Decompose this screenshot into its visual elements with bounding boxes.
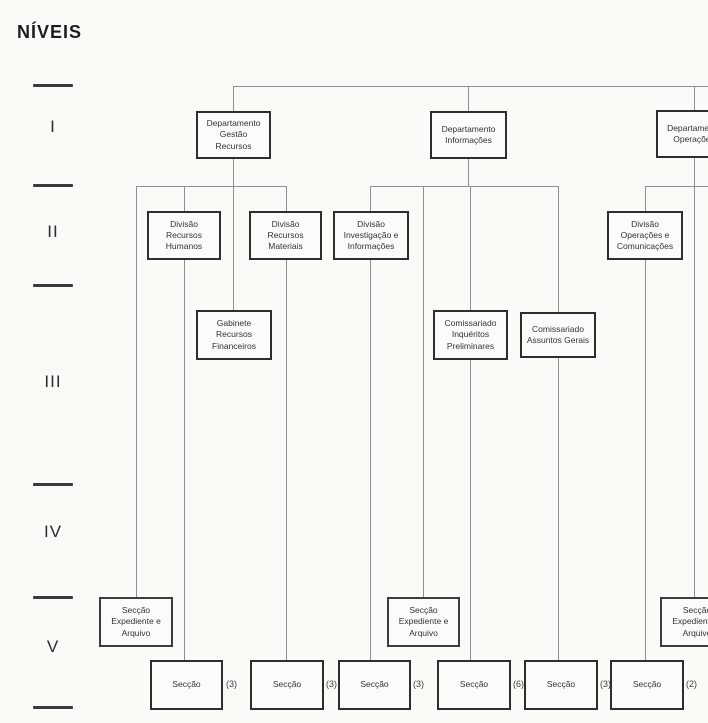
level-tick — [33, 706, 73, 709]
org-node-seccao-expediente-arquivo-1: Secção Expediente e Arquivo — [99, 597, 173, 647]
org-node-seccao-6: Secção — [610, 660, 684, 710]
org-node-seccao-expediente-arquivo-3: Secção Expediente e Arquivo — [660, 597, 708, 647]
connector-line — [286, 186, 287, 211]
org-node-gabinete-recursos-financeiros: Gabinete Recursos Financeiros — [196, 310, 272, 360]
connector-line — [694, 86, 695, 110]
org-node-divisao-investigacao-informacoes: Divisão Investigação e Informações — [333, 211, 409, 260]
level-label-1: I — [50, 117, 56, 136]
connector-line — [423, 186, 424, 597]
connector-line — [233, 86, 234, 111]
org-node-divisao-recursos-materiais: Divisão Recursos Materiais — [249, 211, 322, 260]
connector-line — [558, 186, 559, 312]
level-label-4: IV — [43, 522, 63, 541]
org-node-comissariado-assuntos-gerais: Comissariado Assuntos Gerais — [520, 312, 596, 358]
connector-line — [694, 158, 695, 186]
chart-title: NÍVEIS — [17, 22, 83, 42]
org-node-seccao-4: Secção — [437, 660, 511, 710]
connector-line — [558, 358, 559, 660]
connector-line — [645, 186, 646, 211]
seccao-count-3: (3) — [413, 679, 424, 689]
level-tick — [33, 84, 73, 87]
connector-line — [233, 186, 234, 310]
level-tick — [33, 596, 73, 599]
org-node-departamento-gestao-recursos: Departamento Gestão Recursos — [196, 111, 271, 159]
org-node-divisao-operacoes-comunicacoes: Divisão Operações e Comunicações — [607, 211, 683, 260]
org-node-seccao-3: Secção — [338, 660, 411, 710]
connector-line — [370, 186, 371, 211]
connector-line — [468, 86, 469, 111]
connector-line — [136, 186, 286, 187]
org-node-seccao-5: Secção — [524, 660, 598, 710]
level-tick — [33, 483, 73, 486]
seccao-count-4: (6) — [513, 679, 524, 689]
connector-line — [233, 159, 234, 186]
org-node-comissariado-inqueritos-preliminares: Comissariado Inquéritos Preliminares — [433, 310, 508, 360]
connector-line — [468, 159, 469, 186]
org-node-seccao-expediente-arquivo-2: Secção Expediente e Arquivo — [387, 597, 460, 647]
level-label-2: II — [47, 222, 59, 241]
org-node-divisao-recursos-humanos: Divisão Recursos Humanos — [147, 211, 221, 260]
org-node-departamento-operacoes: Departamento Operações — [656, 110, 708, 158]
connector-line — [184, 260, 185, 660]
level-tick — [33, 284, 73, 287]
connector-line — [184, 186, 185, 211]
seccao-count-6: (2) — [686, 679, 697, 689]
connector-line — [233, 86, 708, 87]
connector-line — [370, 186, 558, 187]
level-tick — [33, 184, 73, 187]
connector-line — [370, 260, 371, 660]
level-label-3: III — [44, 372, 62, 391]
org-node-departamento-informacoes: Departamento Informações — [430, 111, 507, 159]
org-node-seccao-2: Secção — [250, 660, 324, 710]
connector-line — [470, 186, 471, 310]
level-label-5: V — [46, 637, 60, 656]
connector-line — [136, 186, 137, 597]
seccao-count-1: (3) — [226, 679, 237, 689]
org-node-seccao-1: Secção — [150, 660, 223, 710]
seccao-count-5: (3) — [600, 679, 611, 689]
connector-line — [694, 186, 695, 597]
connector-line — [645, 186, 708, 187]
connector-line — [645, 260, 646, 660]
seccao-count-2: (3) — [326, 679, 337, 689]
connector-line — [470, 360, 471, 660]
connector-line — [286, 260, 287, 660]
